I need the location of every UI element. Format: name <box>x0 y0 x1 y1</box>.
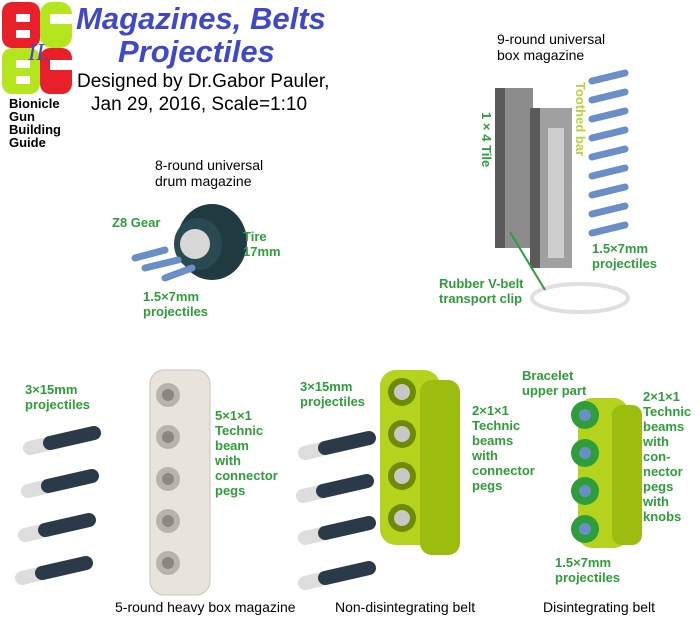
bgbg-logo <box>2 2 72 94</box>
shell-projectile-icon <box>298 431 376 460</box>
label-line: 5×1×1 <box>215 408 252 423</box>
nd-beam-label: 2×1×1 Technic beams with connector pegs <box>472 403 535 493</box>
nd-projectiles-label: 3×15mm projectiles <box>300 379 365 409</box>
projectile-icon <box>588 202 629 218</box>
box-projectiles-label: 1.5×7mm projectiles <box>592 241 657 271</box>
label-line: with <box>643 494 669 509</box>
projectile-icon <box>588 88 629 104</box>
label-line: 1.5×7mm <box>592 241 649 256</box>
box-magazine-projectiles <box>588 69 629 237</box>
heavy-projectiles-label: 3×15mm projectiles <box>25 382 90 412</box>
label-line: nector <box>643 464 683 479</box>
label-line: projectiles <box>25 397 91 412</box>
label-line: 1.5×7mm <box>143 289 200 304</box>
label-line: projectiles <box>143 304 209 319</box>
caption-line: 8-round universal <box>155 157 264 173</box>
box-magazine-caption: 9-round universal box magazine <box>497 31 605 63</box>
drum-magazine-drawing <box>131 204 247 282</box>
label-line: 3×15mm <box>25 382 78 397</box>
nd-caption: Non-disintegrating belt <box>335 599 476 615</box>
label-line: 3×15mm <box>300 379 353 394</box>
heavy-box-caption: 5-round heavy box magazine <box>115 599 296 615</box>
clip-label: Rubber V-belt transport clip <box>439 276 524 306</box>
label-line: with <box>472 448 498 463</box>
label-line: Technic <box>472 418 521 433</box>
label-line: with <box>215 453 241 468</box>
heavy-beam-label: 5×1×1 Technic beam with connector pegs <box>215 408 278 498</box>
shell-projectile-icon <box>15 556 93 585</box>
d-projectiles-label: 1.5×7mm projectiles <box>555 555 620 585</box>
label-line: projectiles <box>555 570 621 585</box>
shell-projectile-icon <box>298 561 376 590</box>
projectile-icon <box>588 126 629 142</box>
label-line: Bracelet <box>522 368 574 383</box>
logo-line: Building <box>9 122 61 137</box>
logo-line: Bionicle <box>9 96 60 111</box>
bracelet-label: Bracelet upper part <box>522 368 586 398</box>
label-line: Technic <box>215 423 264 438</box>
label-line: pegs <box>643 479 674 494</box>
shell-projectile-icon <box>23 426 101 455</box>
projectile-icon <box>588 164 629 180</box>
label-line: Technic <box>643 404 692 419</box>
label-line: 1.5×7mm <box>555 555 612 570</box>
projectile-icon <box>588 183 629 199</box>
toothed-bar-label: Toothed bar <box>573 82 588 157</box>
label-line: upper part <box>522 383 587 398</box>
shell-projectile-icon <box>296 474 374 503</box>
projectile-icon <box>588 221 629 237</box>
label-line: connector <box>472 463 535 478</box>
label-line: 17mm <box>243 244 281 259</box>
label-line: Rubber V-belt <box>439 276 524 291</box>
d-caption: Disintegrating belt <box>543 599 656 615</box>
caption-line: drum magazine <box>155 173 252 189</box>
date-scale-line: Jan 29, 2016, Scale=1:10 <box>91 94 308 115</box>
caption-line: box magazine <box>497 47 585 63</box>
label-line: beams <box>643 419 685 434</box>
box-magazine-drawing <box>495 88 630 314</box>
label-line: pegs <box>215 483 246 498</box>
shell-projectiles <box>15 426 376 590</box>
tire-label: Tire 17mm <box>243 229 281 259</box>
label-line: beam <box>215 438 249 453</box>
logo-line: Gun <box>9 109 35 124</box>
label-line: Tire <box>243 229 267 244</box>
label-line: knobs <box>643 509 682 524</box>
d-beam-label: 2×1×1 Technic beams with con- nector peg… <box>643 389 691 524</box>
heavy-box-drawing <box>149 369 211 596</box>
label-line: pegs <box>472 478 503 493</box>
logo-line: Guide <box>9 135 46 150</box>
label-line: transport clip <box>439 291 523 306</box>
page-title-line2: Projectiles <box>118 34 275 69</box>
logo-roman-numeral: II. <box>28 40 50 66</box>
label-line: projectiles <box>300 394 366 409</box>
label-line: 2×1×1 <box>472 403 509 418</box>
non-disintegrating-belt-drawing <box>380 370 460 555</box>
label-line: con- <box>643 449 671 464</box>
drum-projectiles-label: 1.5×7mm projectiles <box>143 289 208 319</box>
shell-projectile-icon <box>21 469 99 498</box>
page-title-line1: Magazines, Belts <box>76 1 326 36</box>
projectile-icon <box>588 145 629 161</box>
caption-line: 9-round universal <box>497 31 606 47</box>
gear-label: Z8 Gear <box>112 215 161 230</box>
label-line: connector <box>215 468 278 483</box>
disintegrating-belt-drawing <box>571 398 642 548</box>
label-line: with <box>643 434 669 449</box>
shell-projectile-icon <box>18 513 96 542</box>
label-line: beams <box>472 433 514 448</box>
shell-projectile-icon <box>298 516 376 545</box>
logo-name: Bionicle Gun Building Guide <box>9 97 61 149</box>
tile-label: 1×4 Tile <box>479 112 494 168</box>
label-line: projectiles <box>592 256 658 271</box>
projectile-icon <box>588 107 629 123</box>
label-line: 2×1×1 <box>643 389 680 404</box>
projectile-icon <box>588 69 629 85</box>
drum-magazine-caption: 8-round universal drum magazine <box>155 157 263 189</box>
designer-line: Designed by Dr.Gabor Pauler, <box>77 71 330 92</box>
